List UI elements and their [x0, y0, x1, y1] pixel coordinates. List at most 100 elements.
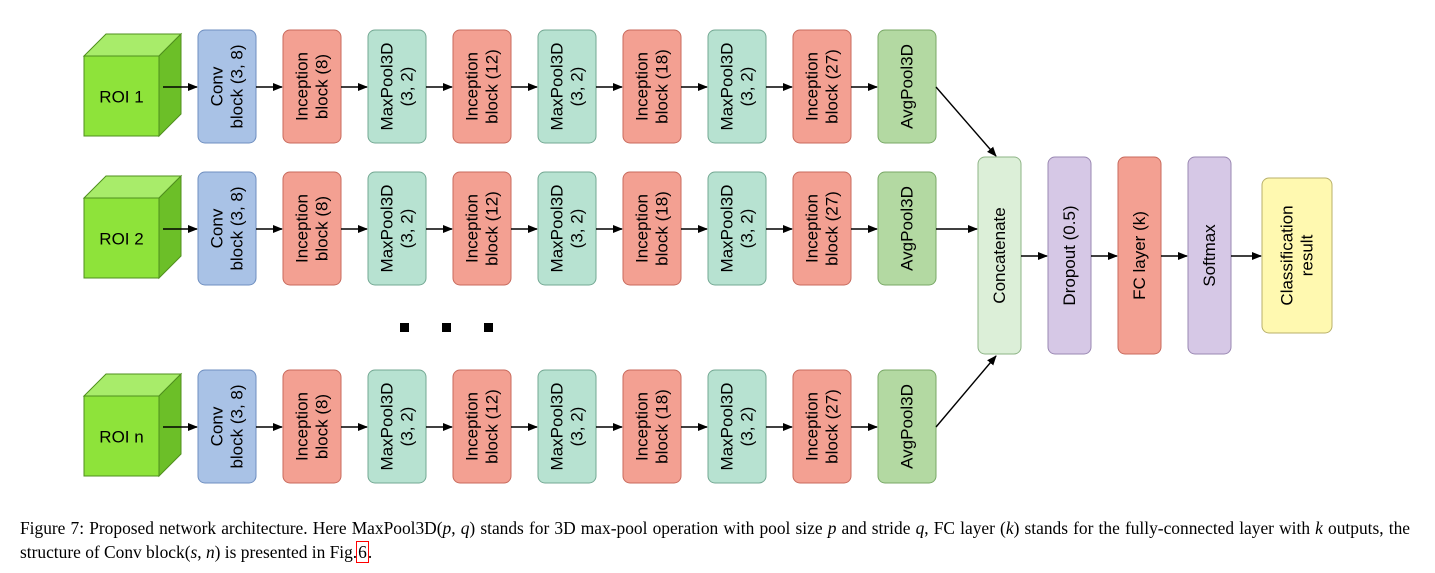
block-label: Inception [462, 392, 481, 461]
maxpool-block: MaxPool3D(3, 2) [707, 29, 767, 144]
cube-front-face [83, 197, 160, 279]
maxpool-block: MaxPool3D(3, 2) [367, 171, 427, 286]
block-label: block (3, 8) [228, 384, 247, 468]
block-label: block (12) [483, 191, 502, 266]
block-label: block (12) [483, 389, 502, 464]
block-label: Softmax [1200, 224, 1219, 287]
block-label: block (27) [823, 49, 842, 124]
block-label: (3, 2) [398, 407, 417, 447]
cube-front-face [83, 395, 160, 477]
maxpool-block: MaxPool3D(3, 2) [537, 29, 597, 144]
block-label: MaxPool3D [717, 185, 736, 273]
block-label: Inception [462, 194, 481, 263]
figure-caption: Figure 7: Proposed network architecture.… [20, 516, 1410, 564]
maxpool-block: MaxPool3D(3, 2) [367, 29, 427, 144]
block-label: Inception [292, 194, 311, 263]
roi-cube: ROI 1 [82, 32, 183, 138]
block-label: (3, 2) [738, 407, 757, 447]
block-label: Inception [802, 52, 821, 121]
block-label: block (12) [483, 49, 502, 124]
block-label: Dropout (0.5) [1060, 205, 1079, 305]
caption-text: outputs, the structure of Conv block( [20, 518, 1410, 562]
caption-period: . [367, 542, 373, 562]
block-label: (3, 2) [398, 209, 417, 249]
ellipsis-dots [400, 323, 493, 332]
block-label: (3, 2) [568, 407, 587, 447]
maxpool-block: MaxPool3D(3, 2) [537, 369, 597, 484]
block-label: (3, 2) [568, 67, 587, 107]
avgpool-block-shape [877, 29, 937, 144]
maxpool-block: MaxPool3D(3, 2) [707, 171, 767, 286]
ellipsis-dot [400, 323, 409, 332]
caption-var-p: p [442, 518, 452, 538]
block-label: MaxPool3D [717, 43, 736, 131]
block-label: block (18) [653, 389, 672, 464]
block-label: AvgPool3D [898, 384, 917, 469]
caption-var-p: p [827, 518, 837, 538]
block-label: block (3, 8) [228, 186, 247, 270]
avgpool-block: AvgPool3D [877, 369, 937, 484]
flow-arrow [935, 86, 997, 157]
block-label: MaxPool3D [377, 43, 396, 131]
roi-label: ROI 2 [99, 230, 143, 249]
caption-figure-label: Figure 7: [20, 518, 85, 538]
caption-text: and stride [836, 518, 916, 538]
caption-var-n: n [205, 542, 215, 562]
roi-cube: ROI n [82, 372, 183, 478]
roi-label: ROI n [99, 428, 143, 447]
block-label: Conv [207, 66, 226, 106]
block-label: block (27) [823, 191, 842, 266]
block-label: Inception [802, 194, 821, 263]
caption-var-k: k [1315, 518, 1323, 538]
avgpool-block: AvgPool3D [877, 171, 937, 286]
block-label: AvgPool3D [898, 44, 917, 129]
caption-var-q: q [460, 518, 470, 538]
dropout-block: Dropout (0.5) [1047, 156, 1092, 355]
block-label: block (18) [653, 49, 672, 124]
block-label: MaxPool3D [547, 383, 566, 471]
block-label: (3, 2) [738, 209, 757, 249]
caption-text: ) is presented in Fig. [214, 542, 358, 562]
block-label: block (3, 8) [228, 44, 247, 128]
block-label: Inception [292, 52, 311, 121]
block-label: FC layer (k) [1130, 211, 1149, 300]
figure-reference-link[interactable]: 6 [356, 541, 369, 563]
caption-comma: , [451, 518, 461, 538]
maxpool-block: MaxPool3D(3, 2) [707, 369, 767, 484]
caption-var-s: s [190, 542, 198, 562]
block-label: Inception [632, 392, 651, 461]
block-label: MaxPool3D [717, 383, 736, 471]
block-label: Inception [632, 52, 651, 121]
block-label: block (27) [823, 389, 842, 464]
flow-arrow [935, 355, 997, 428]
block-label: (3, 2) [568, 209, 587, 249]
roi-cube: ROI 2 [82, 174, 183, 280]
block-label: AvgPool3D [898, 186, 917, 271]
ellipsis-dot [442, 323, 451, 332]
avgpool-block: AvgPool3D [877, 29, 937, 144]
block-label: (3, 2) [738, 67, 757, 107]
block-label: block (18) [653, 191, 672, 266]
cube-front-face [83, 55, 160, 137]
softmax-block: Softmax [1187, 156, 1232, 355]
block-label: block (8) [313, 196, 332, 261]
block-label: Concatenate [990, 207, 1009, 303]
caption-text: ) stands for the fully-connected layer w… [1013, 518, 1316, 538]
